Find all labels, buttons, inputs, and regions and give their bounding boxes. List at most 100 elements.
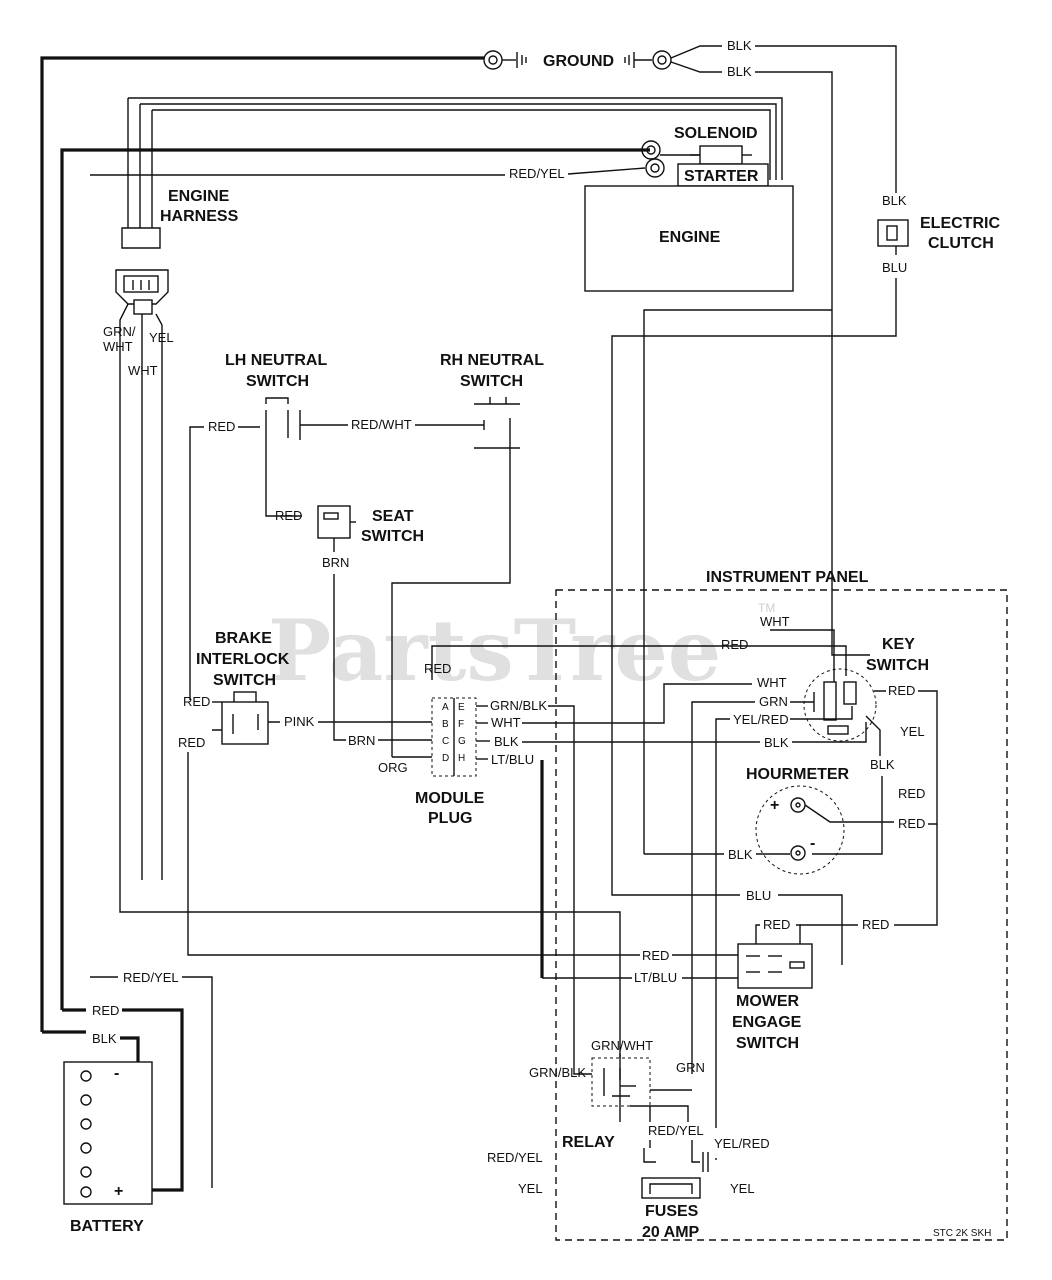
wire-label-red-right-1: RED — [898, 786, 925, 801]
solenoid-terminal-2 — [645, 158, 665, 178]
lh-neutral-label-1: LH NEUTRAL — [225, 352, 327, 369]
battery-label: BATTERY — [70, 1218, 144, 1235]
wire-label-wht-key-top: WHT — [760, 614, 790, 629]
wire-label-lt-blu-mod: LT/BLU — [491, 752, 534, 767]
wire-label-wht-harness: WHT — [128, 363, 158, 378]
module-pin-a: A — [442, 702, 449, 713]
wire-label-red-yel-solenoid: RED/YEL — [509, 166, 565, 181]
wire-label-brn-seat: BRN — [322, 555, 349, 570]
wire-label-red-mower-top: RED — [763, 917, 790, 932]
wire-label-yel-red-relay: YEL/RED — [714, 1136, 770, 1151]
battery — [63, 1061, 153, 1205]
key-switch-label-1: KEY — [882, 636, 915, 653]
wire-label-red-yel-batt: RED/YEL — [123, 970, 179, 985]
electric-clutch-label-1: ELECTRIC — [920, 215, 1000, 232]
wire-label-grn-blk-mod: GRN/BLK — [490, 698, 547, 713]
module-pin-e: E — [458, 702, 465, 713]
brake-interlock-switch — [221, 701, 269, 745]
key-switch-label-2: SWITCH — [866, 657, 929, 674]
seat-switch-label-1: SEAT — [372, 508, 414, 525]
electric-clutch — [877, 219, 909, 247]
wire-label-blk-clutch: BLK — [882, 193, 907, 208]
drawing-code: STC 2K SKH — [933, 1228, 991, 1239]
relay-label: RELAY — [562, 1134, 615, 1151]
ground-connection: GROUND — [40, 45, 722, 1032]
rh-neutral-label-1: RH NEUTRAL — [440, 352, 544, 369]
brake-label-3: SWITCH — [213, 672, 276, 689]
rh-neutral-switch — [474, 397, 520, 449]
engine-harness-label-1: ENGINE — [168, 188, 230, 205]
wire-label-red-lh: RED — [208, 419, 235, 434]
solenoid-terminal-1 — [641, 140, 661, 160]
module-pin-h: H — [458, 753, 465, 764]
module-pin-d: D — [442, 753, 449, 764]
fuses-label-1: FUSES — [645, 1203, 699, 1220]
wire-label-grn-wht-relay: GRN/WHT — [591, 1038, 653, 1053]
wire-label-red-brake-top: RED — [183, 694, 210, 709]
mower-engage-label-2: ENGAGE — [732, 1014, 802, 1031]
hourmeter-label: HOURMETER — [746, 766, 850, 783]
engine — [584, 185, 794, 292]
wire-label-blk-top1: BLK — [727, 38, 752, 53]
module-pin-c: C — [442, 736, 449, 747]
fuses-label-2: 20 AMP — [642, 1224, 700, 1241]
watermark-tm: TM — [758, 601, 775, 615]
wire-label-red-batt: RED — [92, 1003, 119, 1018]
wire-label-blk-key: BLK — [764, 735, 789, 750]
mower-engage-label-3: SWITCH — [736, 1035, 799, 1052]
relay — [591, 1057, 651, 1107]
module-pin-b: B — [442, 719, 449, 730]
engine-harness-label-2: HARNESS — [160, 208, 239, 225]
wire-label-org: ORG — [378, 760, 408, 775]
wire-label-yel-red-key: YEL/RED — [733, 712, 789, 727]
wire-label-red-yel-relay: RED/YEL — [648, 1123, 704, 1138]
lh-neutral-switch — [265, 397, 301, 440]
wire-label-wht-mod: WHT — [491, 715, 521, 730]
mower-engage-switch — [737, 943, 813, 989]
seat-switch-label-2: SWITCH — [361, 528, 424, 545]
hourmeter-plus: + — [770, 797, 779, 814]
wire-label-grn-blk-relay: GRN/BLK — [529, 1065, 586, 1080]
wire-label-grn-key: GRN — [759, 694, 788, 709]
seat-switch — [317, 505, 351, 539]
module-pin-g: G — [458, 736, 466, 747]
hourmeter-minus: - — [810, 835, 815, 852]
wire-label-red-key-top: RED — [721, 637, 748, 652]
wire-label-grn-wht-1: GRN/ — [103, 324, 136, 339]
brake-label-1: BRAKE — [215, 630, 272, 647]
ground-label: GROUND — [543, 53, 614, 70]
brake-label-2: INTERLOCK — [196, 651, 290, 668]
solenoid-label: SOLENOID — [674, 125, 758, 142]
wire-label-yel-key-right: YEL — [900, 724, 925, 739]
battery-minus: - — [114, 1065, 119, 1082]
wire-label-red-mower-right: RED — [862, 917, 889, 932]
wire-label-grn-wht-2: WHT — [103, 339, 133, 354]
wire-label-blu-panel: BLU — [746, 888, 771, 903]
module-plug-label-2: PLUG — [428, 810, 472, 827]
instrument-panel — [555, 589, 1008, 1241]
wire-label-red-yel-fuse: RED/YEL — [487, 1150, 543, 1165]
module-plug — [431, 697, 477, 777]
wire-label-red-mower-left: RED — [642, 948, 669, 963]
mower-engage-label-1: MOWER — [736, 993, 800, 1010]
battery-plus: + — [114, 1183, 123, 1200]
harness-plug — [115, 269, 169, 315]
wire-label-blk-batt: BLK — [92, 1031, 117, 1046]
wire-label-red-key-right: RED — [888, 683, 915, 698]
wire-label-red-seat: RED — [275, 508, 302, 523]
wire-label-red-wht: RED/WHT — [351, 417, 412, 432]
parts-tree-watermark: PartsTree — [268, 601, 721, 700]
wire-label-blk-top2: BLK — [727, 64, 752, 79]
fuse-block — [643, 1140, 717, 1172]
wire-label-red-brake-left: RED — [178, 735, 205, 750]
starter-label: STARTER — [684, 168, 759, 185]
wire-label-yel-fuse-left: YEL — [518, 1181, 543, 1196]
module-pin-f: F — [458, 719, 464, 730]
engine-harness-connector — [121, 227, 161, 249]
wire-label-lt-blu-mower: LT/BLU — [634, 970, 677, 985]
wire-label-pink: PINK — [284, 714, 315, 729]
lh-neutral-label-2: SWITCH — [246, 373, 309, 390]
instrument-panel-label: INSTRUMENT PANEL — [706, 569, 869, 586]
wire-label-yel-harness: YEL — [149, 330, 174, 345]
